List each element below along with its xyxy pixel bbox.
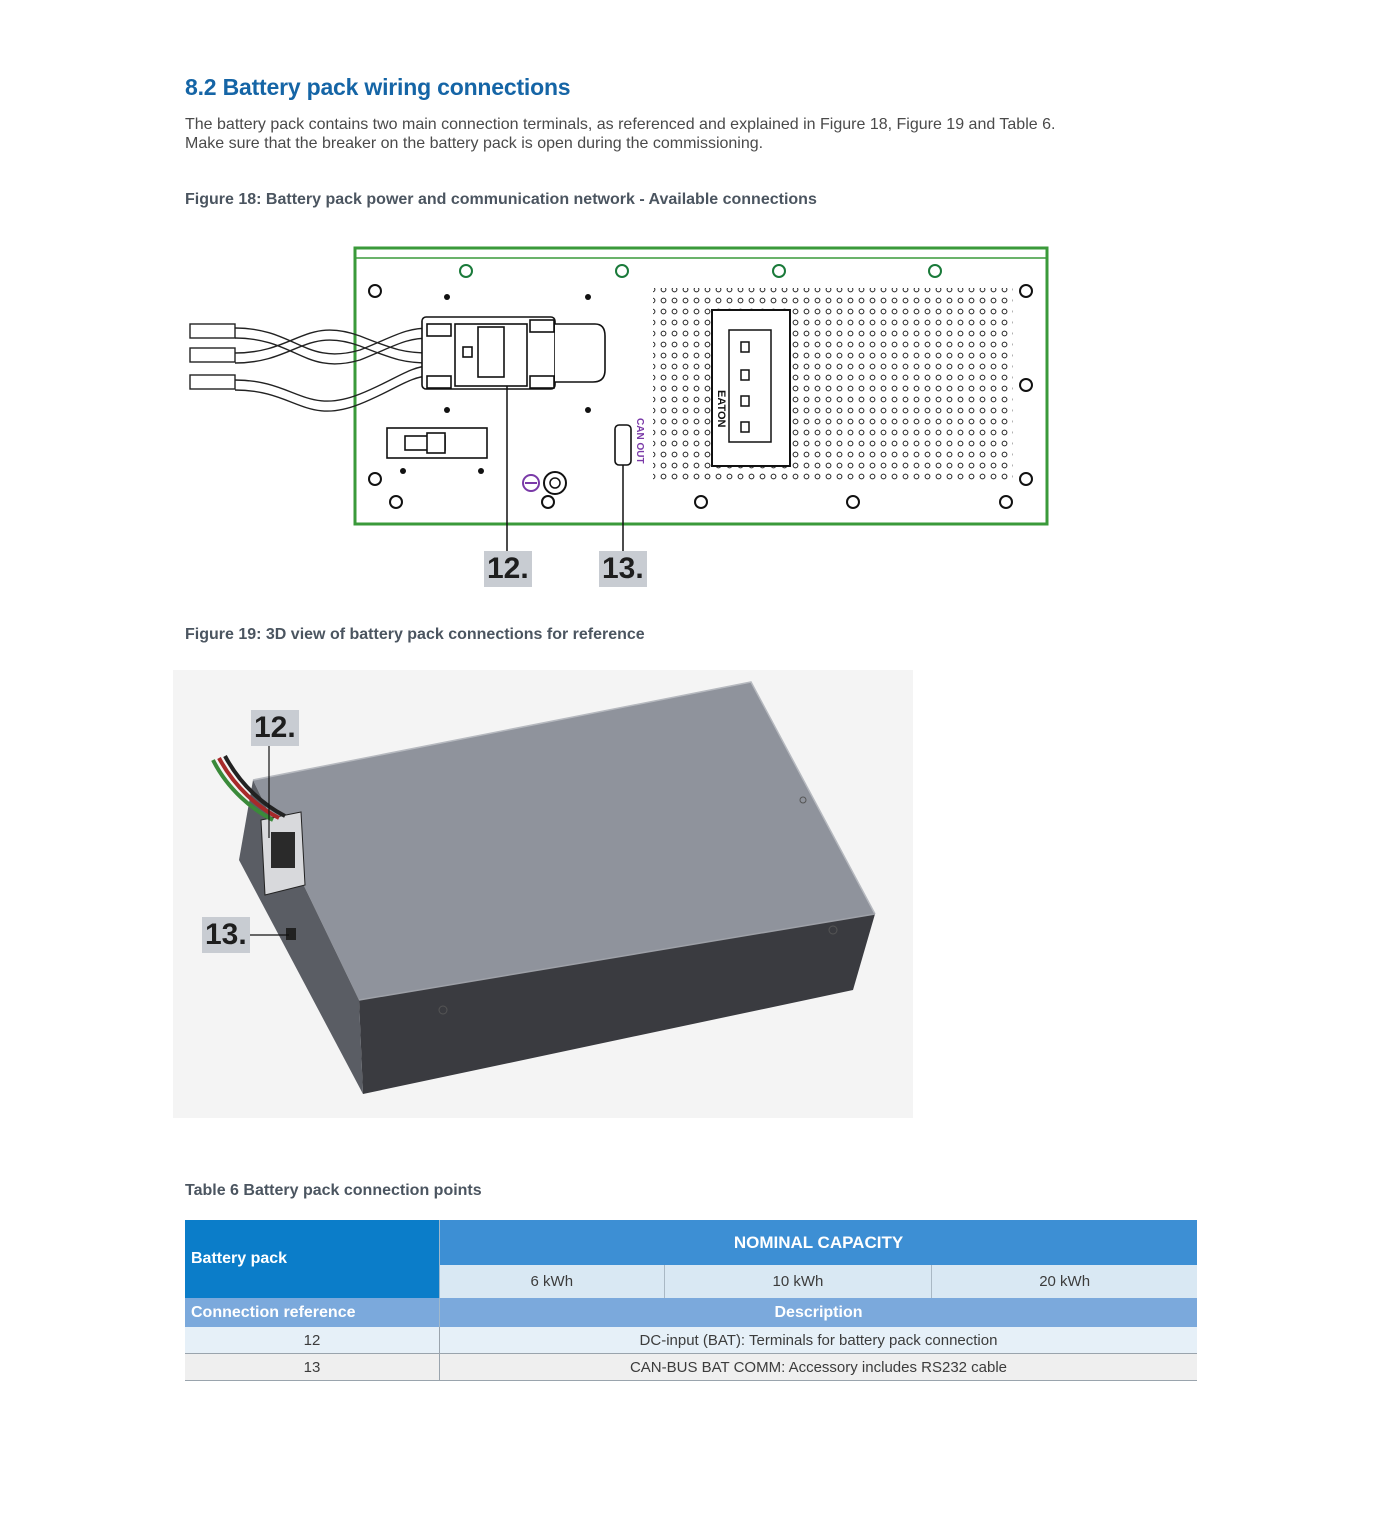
screw-icon (459, 264, 942, 278)
intro-line-2: Make sure that the breaker on the batter… (185, 135, 764, 152)
row-reference: 13 (185, 1353, 440, 1381)
can-out-label: CAN OUT (634, 418, 645, 464)
table-6-caption: Table 6 Battery pack connection points (185, 1182, 482, 1199)
connection-points-table: Battery pack NOMINAL CAPACITY 6 kWh 10 k… (185, 1220, 1197, 1381)
brand-label: EATON (715, 390, 727, 428)
figure-18-caption: Figure 18: Battery pack power and commun… (185, 191, 817, 208)
figure-18-drawing: EATON (185, 240, 1055, 600)
capacity-10kwh: 10 kWh (664, 1265, 933, 1298)
figure-19-callout-13: 13. (202, 917, 250, 953)
figure-18-callout-12: 12. (484, 551, 532, 587)
capacity-20kwh: 20 kWh (931, 1265, 1197, 1298)
row-reference: 12 (185, 1327, 440, 1354)
figure-19-callout-12: 12. (251, 710, 299, 746)
dc-connector-12 (421, 316, 606, 390)
header-battery-pack: Battery pack (185, 1220, 440, 1298)
figure-19-caption: Figure 19: 3D view of battery pack conne… (185, 626, 645, 643)
table-row: 13 CAN-BUS BAT COMM: Accessory includes … (185, 1353, 1197, 1381)
row-description: CAN-BUS BAT COMM: Accessory includes RS2… (439, 1353, 1197, 1381)
row-description: DC-input (BAT): Terminals for battery pa… (439, 1327, 1197, 1354)
breaker-switch (386, 427, 488, 459)
intro-line-1: The battery pack contains two main conne… (185, 116, 1056, 133)
header-connection-reference: Connection reference (185, 1298, 440, 1327)
header-nominal-capacity: NOMINAL CAPACITY (439, 1220, 1197, 1265)
table-row: 12 DC-input (BAT): Terminals for battery… (185, 1327, 1197, 1354)
intro-paragraph: The battery pack contains two main conne… (185, 115, 1185, 153)
capacity-6kwh: 6 kWh (439, 1265, 665, 1298)
figure-19-render: 12. 13. (173, 670, 913, 1118)
battery-3d-view (211, 681, 876, 1094)
can-port-13 (614, 424, 632, 466)
header-description: Description (439, 1298, 1197, 1327)
figure-18-callout-13: 13. (599, 551, 647, 587)
section-title: 8.2 Battery pack wiring connections (185, 74, 571, 100)
battery-front-panel-diagram: EATON (189, 246, 1049, 552)
